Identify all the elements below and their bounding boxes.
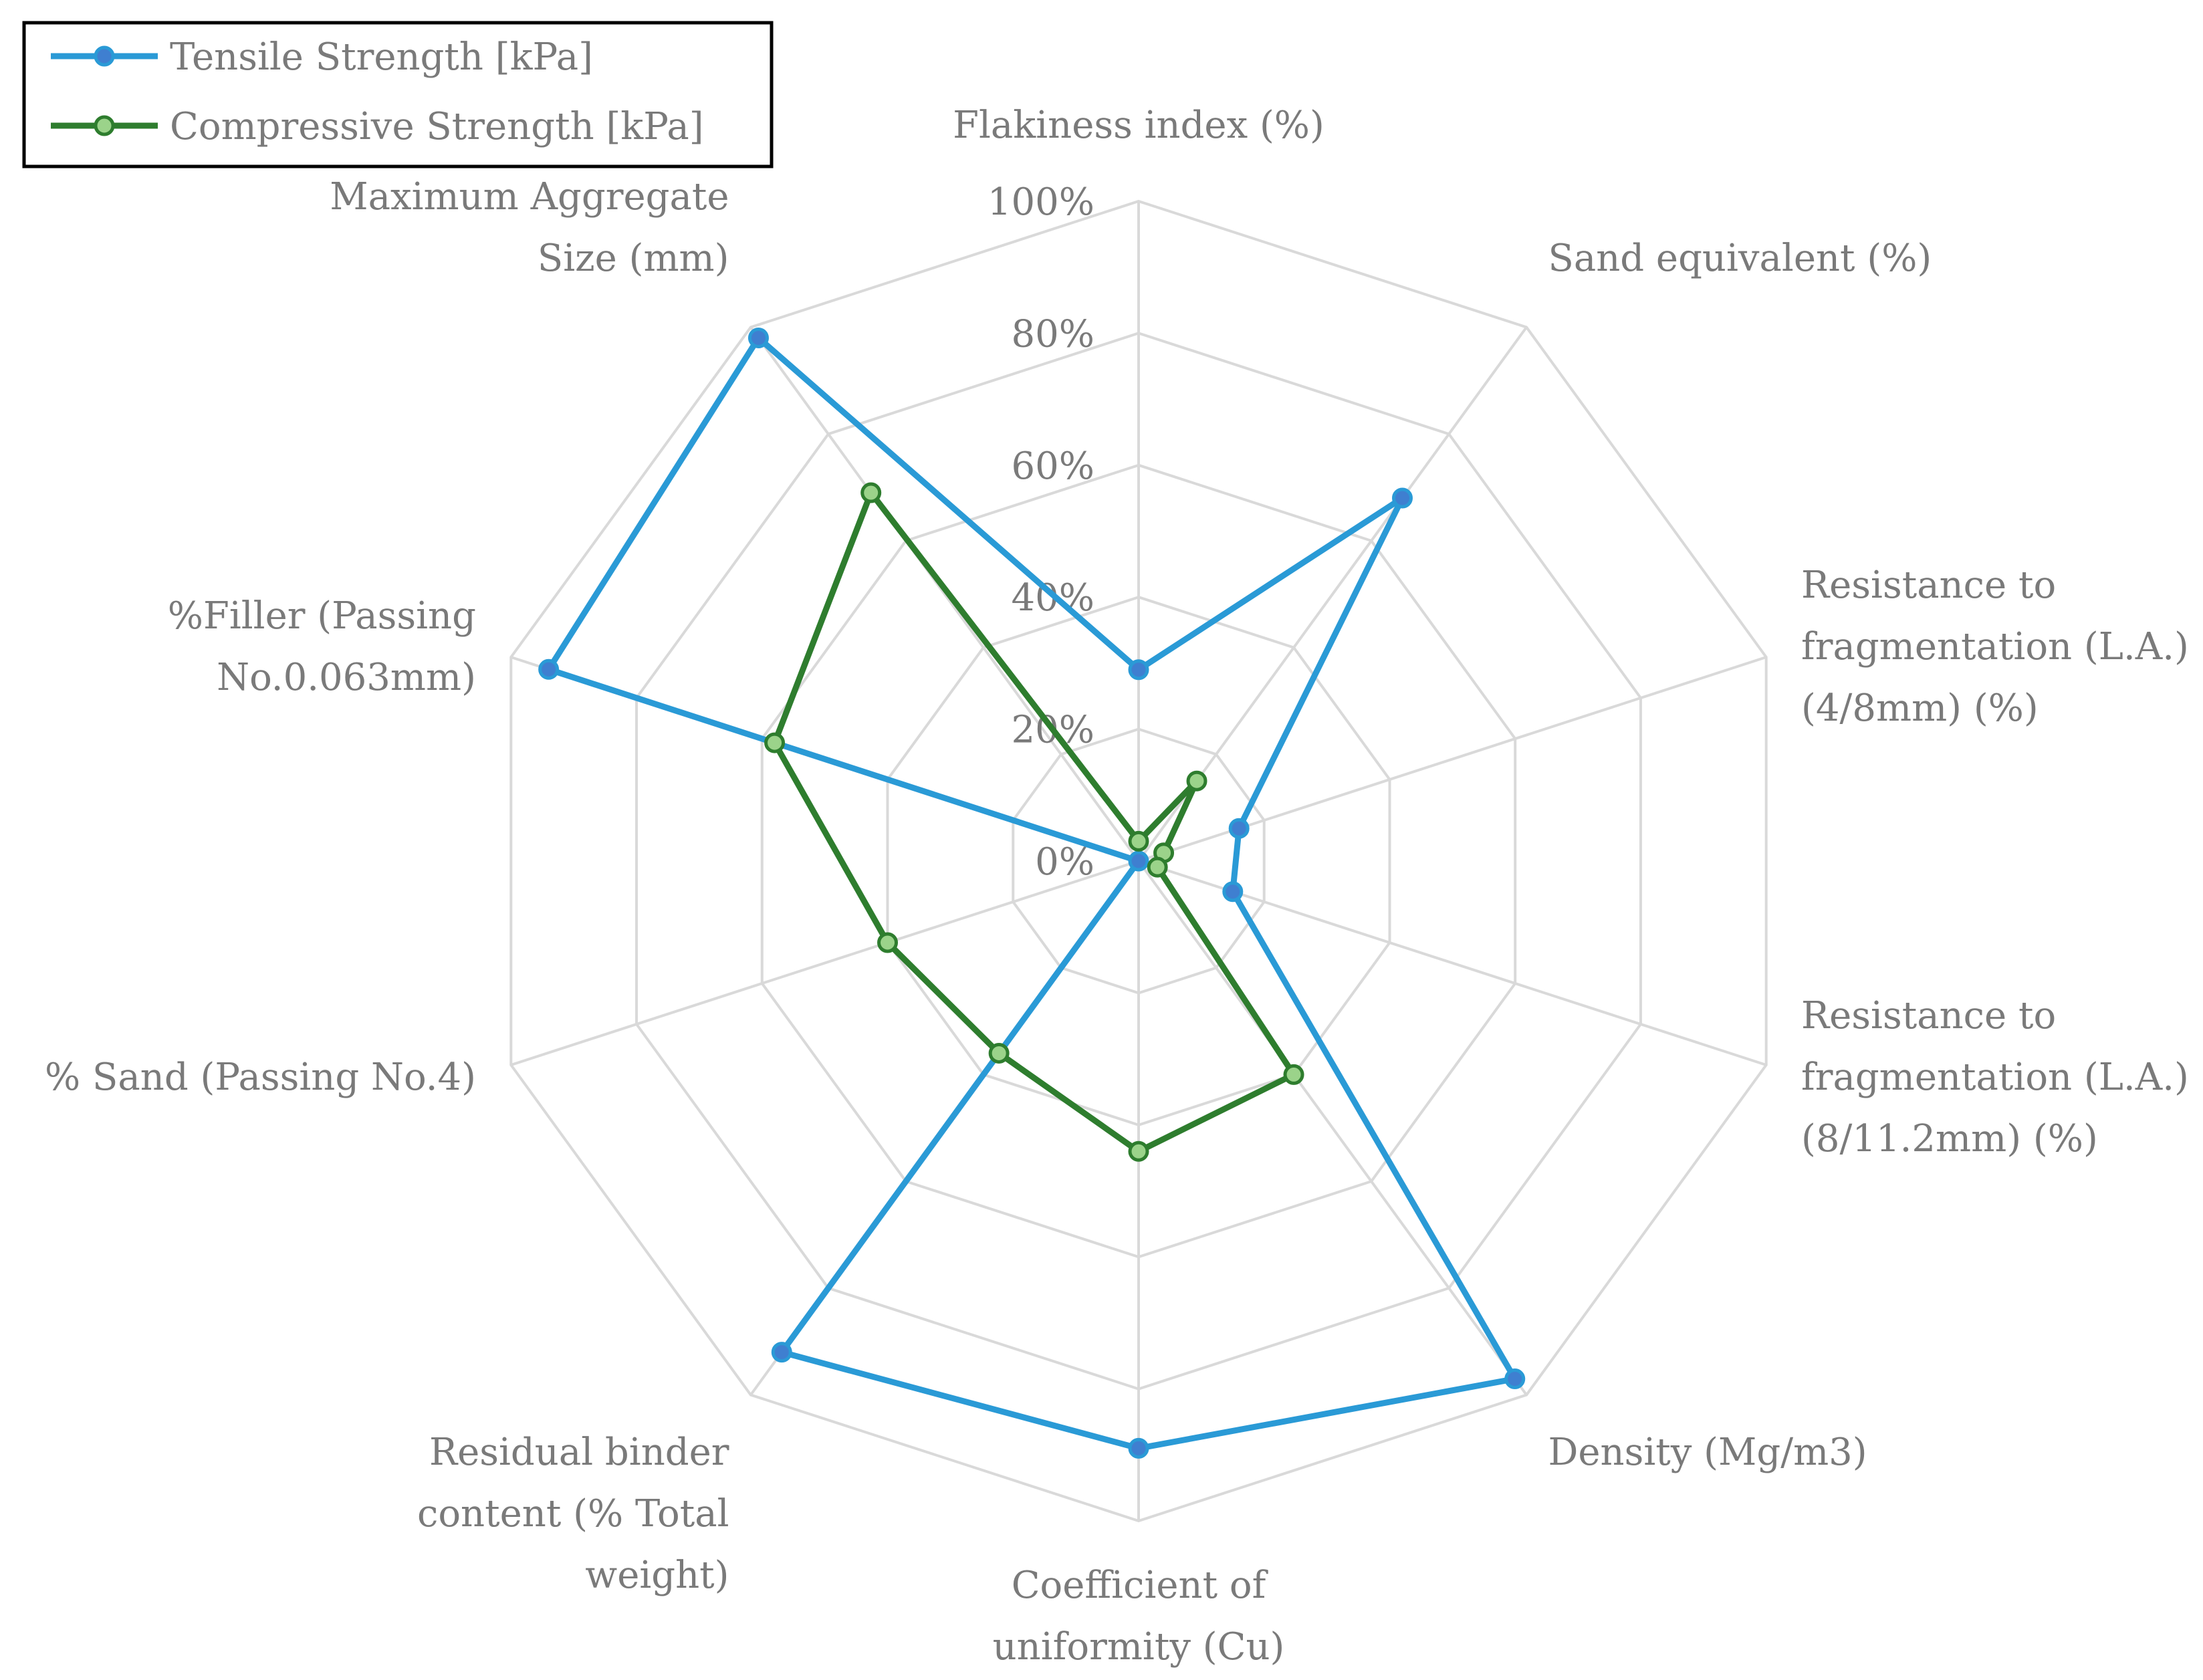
series-0-point-6	[771, 1342, 792, 1363]
legend: Tensile Strength [kPa] Compressive Stren…	[22, 21, 774, 168]
series-1-point-4	[1283, 1064, 1304, 1085]
grid-spoke-3	[1138, 860, 1767, 1066]
tick-label-4: 80%	[1012, 312, 1094, 356]
series-0-point-0	[1128, 659, 1149, 681]
grid-spoke-9	[749, 326, 1140, 862]
tick-label-0: 0%	[1035, 840, 1094, 884]
series-0-point-4	[1504, 1368, 1526, 1390]
series-0-point-2	[1228, 818, 1250, 839]
legend-label-tensile: Tensile Strength [kPa]	[170, 35, 593, 79]
category-label-1: Sand equivalent (%)	[1548, 237, 1932, 280]
grid-spoke-1	[1137, 326, 1528, 862]
series-1-point-3	[1147, 856, 1168, 878]
series-1-point-0	[1128, 830, 1149, 852]
legend-box	[22, 21, 774, 168]
category-label-0-line-0: Flakiness index (%)	[953, 104, 1324, 147]
legend-label-compressive: Compressive Strength [kPa]	[170, 105, 704, 148]
legend-marker-tensile	[94, 45, 115, 67]
series-1-point-6	[988, 1042, 1010, 1064]
grid-spoke-7	[510, 860, 1139, 1066]
legend-entry-tensile: Tensile Strength [kPa]	[51, 35, 593, 79]
category-label-6-line-0: Residual binder	[429, 1431, 729, 1474]
series-1-point-8	[764, 732, 786, 753]
category-label-5-line-1: uniformity (Cu)	[993, 1625, 1285, 1669]
category-label-4-line-0: Density (Mg/m3)	[1548, 1431, 1867, 1474]
radial-tick-labels: 0%20%40%60%80%100%	[988, 181, 1094, 884]
category-label-6-line-1: content (% Total	[417, 1492, 729, 1536]
series-0-point-8	[538, 658, 560, 680]
category-label-4: Density (Mg/m3)	[1548, 1431, 1867, 1474]
category-label-8-line-1: No.0.063mm)	[217, 656, 476, 699]
tick-label-5: 100%	[988, 181, 1094, 224]
series-1-point-7	[877, 932, 899, 953]
category-label-5: Coefficient of uniformity (Cu)	[993, 1564, 1285, 1669]
category-label-7-line-0: % Sand (Passing No.4)	[45, 1056, 476, 1099]
series-1-point-5	[1128, 1141, 1149, 1162]
category-label-2-line-0: Resistance to	[1801, 564, 2056, 607]
category-label-1-line-0: Sand equivalent (%)	[1548, 237, 1932, 280]
series-0-point-5	[1128, 1437, 1149, 1459]
series-1-point-9	[860, 482, 882, 503]
grid-spoke-4	[1137, 860, 1528, 1396]
legend-entry-compressive: Compressive Strength [kPa]	[51, 105, 704, 148]
category-label-5-line-0: Coefficient of	[1012, 1564, 1269, 1607]
category-labels: Flakiness index (%) Sand equivalent (%) Re…	[45, 104, 2189, 1669]
series-0-point-3	[1222, 881, 1244, 903]
series-1-point-1	[1186, 770, 1207, 792]
series-0-point-7	[1128, 850, 1149, 872]
category-label-6: Residual binder content (% Total weight)	[417, 1431, 729, 1597]
category-label-9-line-1: Size (mm)	[538, 237, 729, 280]
category-label-3-line-2: (8/11.2mm) (%)	[1801, 1117, 2098, 1161]
category-label-3: Resistance to fragmentation (L.A.) (8/11.2…	[1801, 994, 2189, 1161]
series-0-point-1	[1391, 487, 1413, 509]
category-label-2-line-1: fragmentation (L.A.)	[1801, 625, 2189, 669]
legend-marker-compressive	[94, 115, 115, 136]
category-label-3-line-0: Resistance to	[1801, 994, 2056, 1038]
series-layer	[538, 327, 1526, 1459]
category-label-2: Resistance to fragmentation (L.A.) (4/8mm)…	[1801, 564, 2189, 730]
series-0-point-9	[747, 327, 769, 348]
tick-label-3: 60%	[1012, 445, 1094, 488]
category-label-2-line-2: (4/8mm) (%)	[1801, 687, 2039, 730]
category-label-3-line-1: fragmentation (L.A.)	[1801, 1056, 2189, 1099]
category-label-0: Flakiness index (%)	[953, 104, 1324, 147]
category-label-8-line-0: %Filler (Passing	[168, 594, 476, 638]
category-label-9-line-0: Maximum Aggregate	[330, 175, 729, 219]
category-label-6-line-2: weight)	[585, 1554, 729, 1597]
category-label-7: % Sand (Passing No.4)	[45, 1056, 476, 1099]
series-line-0	[546, 334, 1518, 1451]
